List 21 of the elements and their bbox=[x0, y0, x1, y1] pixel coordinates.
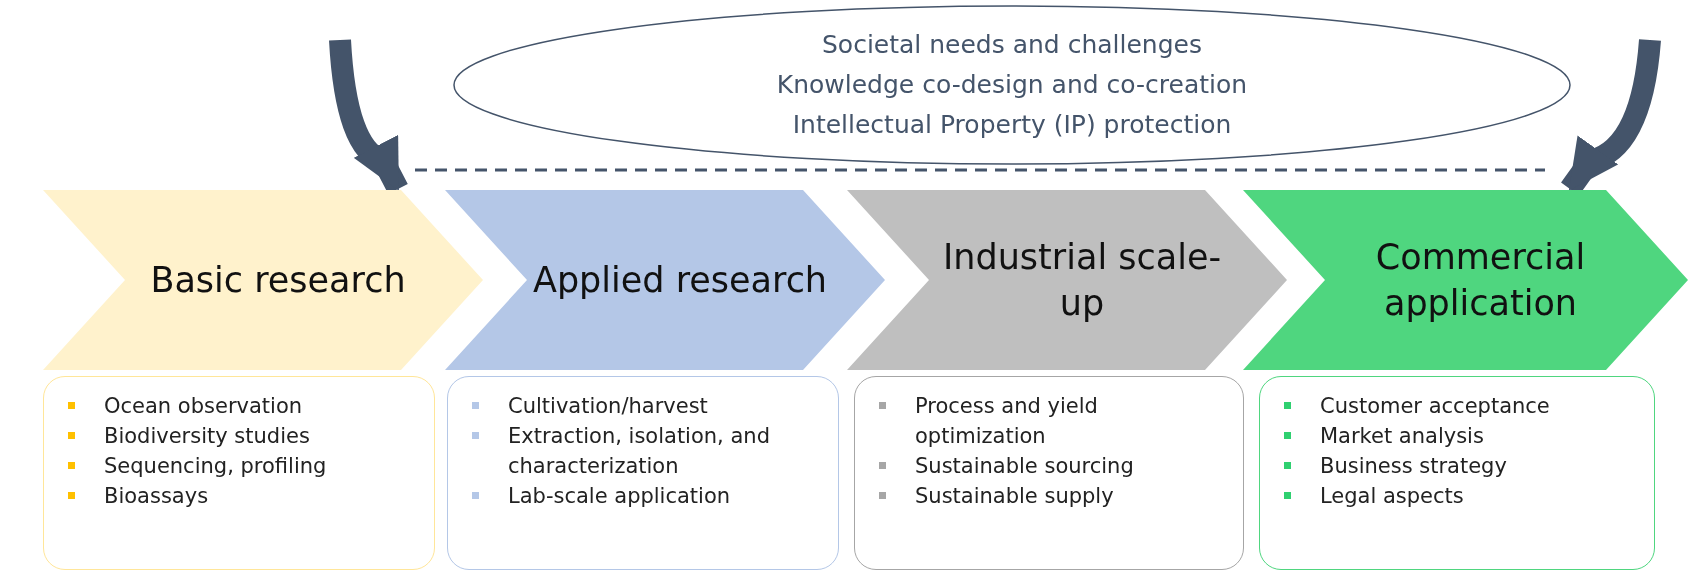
stage-title: Industrial scale-up bbox=[941, 236, 1223, 325]
list-item: Business strategy bbox=[1280, 451, 1644, 481]
theme-text: Societal needs and challenges bbox=[822, 29, 1202, 61]
theme-text: Intellectual Property (IP) protection bbox=[792, 109, 1232, 141]
list-item: Cultivation/harvest bbox=[468, 391, 828, 421]
list-item: Biodiversity studies bbox=[64, 421, 424, 451]
list-item: Sustainable supply bbox=[875, 481, 1233, 511]
stage-title: Basic research bbox=[149, 259, 407, 302]
list-item: Process and yield optimization bbox=[875, 391, 1233, 451]
list-item: Market analysis bbox=[1280, 421, 1644, 451]
stage-title: Commercial application bbox=[1374, 236, 1587, 325]
list-item: Lab-scale application bbox=[468, 481, 828, 511]
list-item: Ocean observation bbox=[64, 391, 424, 421]
list-item: Sustainable sourcing bbox=[875, 451, 1233, 481]
theme-text: Knowledge co-design and co-creation bbox=[776, 69, 1248, 101]
list-item: Bioassays bbox=[64, 481, 424, 511]
stage-title: Applied research bbox=[531, 259, 829, 302]
list-item: Sequencing, profiling bbox=[64, 451, 424, 481]
list-item: Extraction, isolation, and characterization bbox=[468, 421, 828, 481]
list-item: Customer acceptance bbox=[1280, 391, 1644, 421]
list-item: Legal aspects bbox=[1280, 481, 1644, 511]
